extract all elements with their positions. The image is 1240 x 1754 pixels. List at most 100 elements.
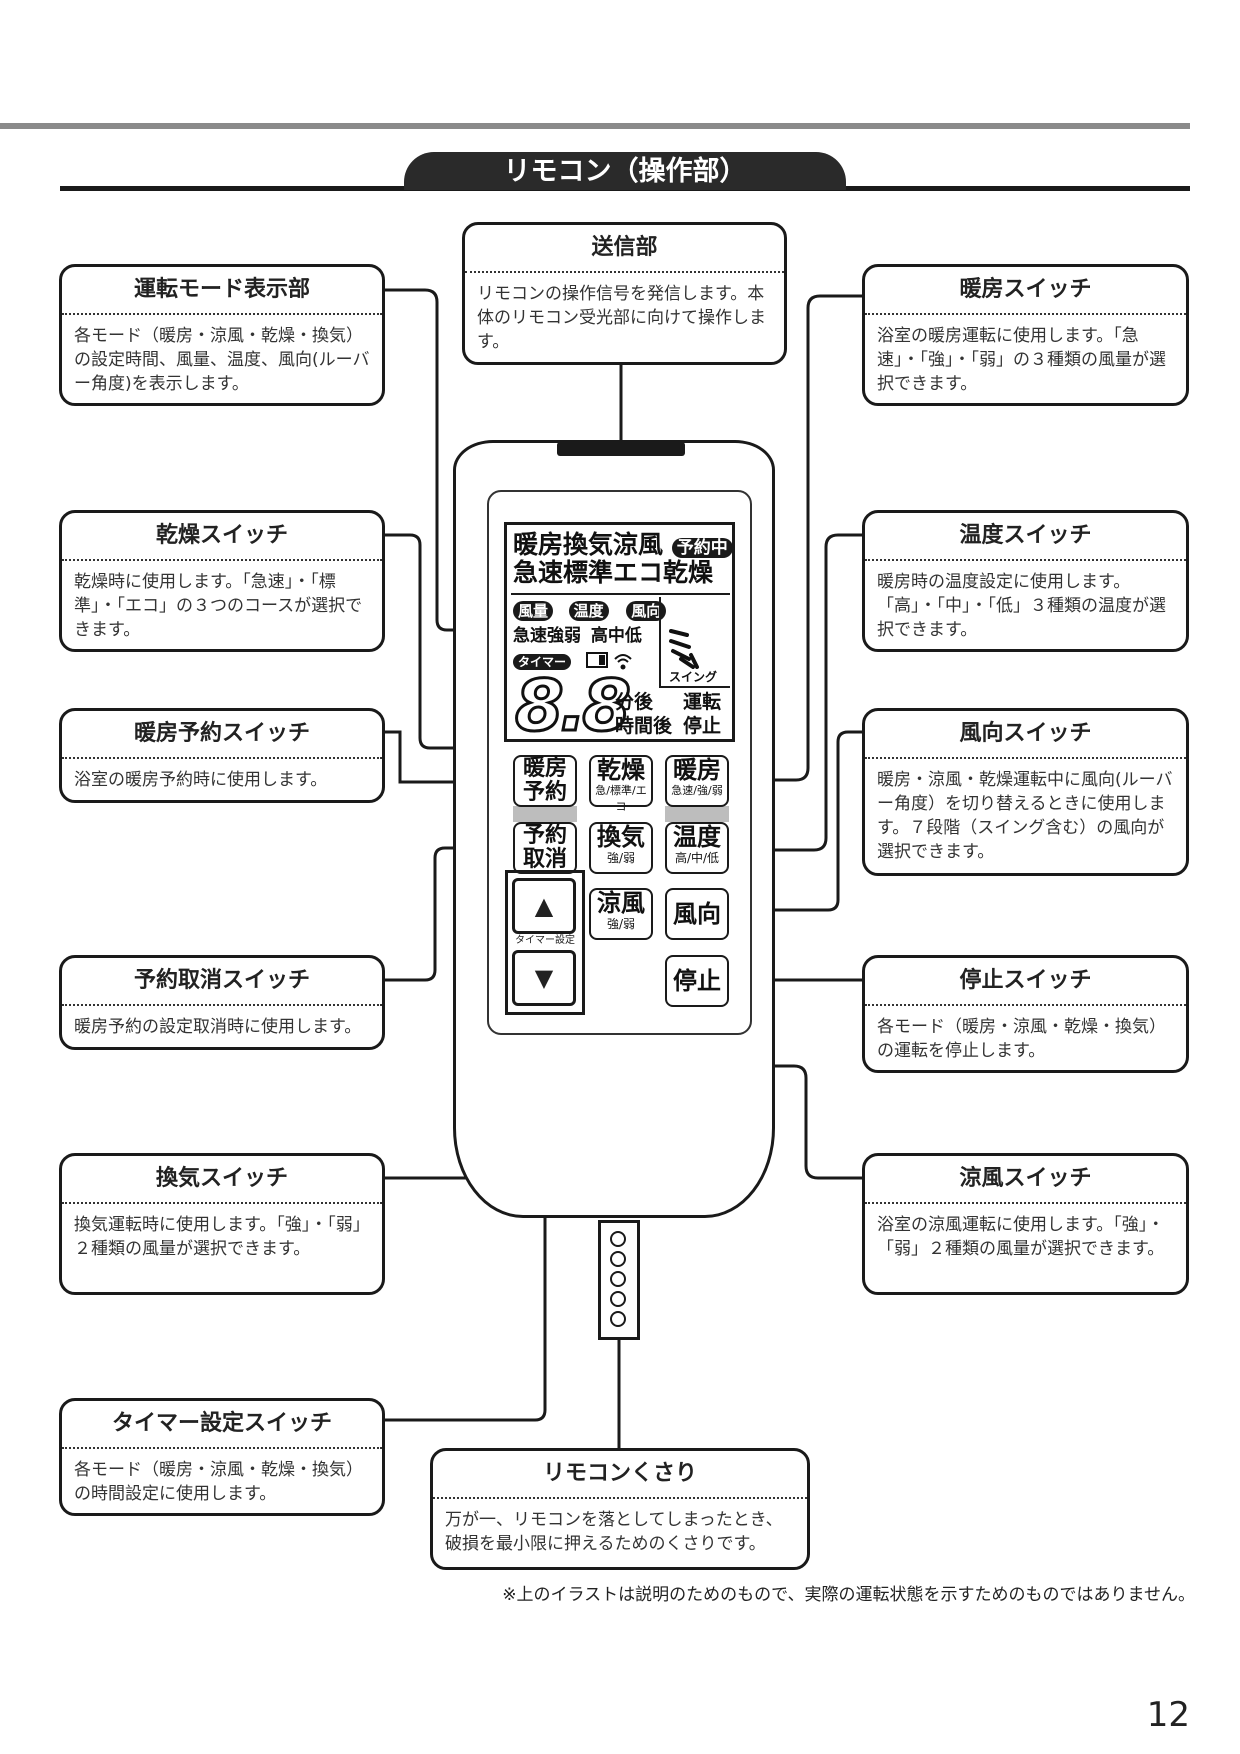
lcd-vdivider bbox=[659, 597, 661, 687]
callout-mode-display: 運転モード表示部 各モード（暖房・涼風・乾燥・換気）の設定時間、風量、温度、風向… bbox=[59, 264, 385, 406]
callout-timer-switch: タイマー設定スイッチ 各モード（暖房・涼風・乾燥・換気）の時間設定に使用します。 bbox=[59, 1398, 385, 1516]
dry-label: 乾燥 bbox=[597, 756, 645, 784]
temp-sublabel: 高/中/低 bbox=[674, 851, 720, 865]
lcd-airflow-badge: 風量 bbox=[513, 601, 554, 621]
cool-button[interactable]: 涼風 強/弱 bbox=[589, 888, 653, 940]
down-arrow-icon: ▼ bbox=[534, 964, 554, 992]
section-title: リモコン（操作部） bbox=[404, 152, 846, 190]
stop-button[interactable]: 停止 bbox=[665, 955, 729, 1007]
leader-mode-display bbox=[385, 288, 507, 632]
up-arrow-icon: ▲ bbox=[534, 892, 554, 920]
callout-title: 換気スイッチ bbox=[62, 1156, 382, 1204]
heat-label: 暖房 bbox=[673, 756, 721, 784]
callout-title: 風向スイッチ bbox=[865, 711, 1186, 759]
vent-button[interactable]: 換気 強/弱 bbox=[589, 822, 653, 874]
callout-heat-reserve-switch: 暖房予約スイッチ 浴室の暖房予約時に使用します。 bbox=[59, 708, 385, 803]
transmitter-window bbox=[557, 442, 685, 456]
callout-temp-switch: 温度スイッチ 暖房時の温度設定に使用します。「高」・「中」・「低」３種類の温度が… bbox=[862, 510, 1189, 652]
callout-body: 暖房時の温度設定に使用します。「高」・「中」・「低」３種類の温度が選択できます。 bbox=[877, 572, 1166, 640]
lcd-badge-row: 風量 温度 風向 bbox=[513, 601, 667, 621]
callout-transmitter: 送信部 リモコンの操作信号を発信します。本体のリモコン受光部に向けて操作します。 bbox=[462, 222, 787, 365]
lcd-levels-row: 急速強弱 高中低 bbox=[513, 625, 642, 647]
heat-sublabel: 急速/強/弱 bbox=[671, 784, 723, 797]
lcd-stopped: 停止 bbox=[683, 715, 722, 737]
lcd-timer-badge: タイマー bbox=[513, 654, 572, 670]
lcd-temp-levels: 高中低 bbox=[590, 626, 642, 646]
chain-link bbox=[610, 1311, 626, 1327]
temp-label: 温度 bbox=[673, 823, 721, 851]
callout-title: 送信部 bbox=[465, 225, 784, 273]
lcd-running: 運転 bbox=[683, 691, 722, 713]
leader-temp bbox=[728, 533, 862, 852]
callout-vent-switch: 換気スイッチ 換気運転時に使用します。「強」・「弱」２種類の風量が選択できます。 bbox=[59, 1153, 385, 1295]
heat-reserve-label-2: 予約 bbox=[522, 780, 567, 805]
chain-link bbox=[610, 1291, 626, 1307]
vent-sublabel: 強/弱 bbox=[606, 851, 636, 865]
callout-body: 浴室の暖房予約時に使用します。 bbox=[74, 770, 328, 790]
callout-title: 停止スイッチ bbox=[865, 958, 1186, 1006]
cool-sublabel: 強/弱 bbox=[606, 917, 636, 931]
heat-button[interactable]: 暖房 急速/強/弱 bbox=[665, 755, 729, 807]
lcd-dir-badge: 風向 bbox=[626, 601, 667, 621]
timer-button-group bbox=[505, 870, 585, 1015]
wind-direction-label: 風向 bbox=[673, 900, 721, 928]
callout-title: 予約取消スイッチ bbox=[62, 958, 382, 1006]
cancel-reserve-button[interactable]: 予約 取消 bbox=[513, 822, 577, 874]
callout-body: 浴室の涼風運転に使用します。「強」・「弱」２種類の風量が選択できます。 bbox=[877, 1215, 1165, 1259]
callout-cancel-switch: 予約取消スイッチ 暖房予約の設定取消時に使用します。 bbox=[59, 955, 385, 1050]
callout-title: 運転モード表示部 bbox=[62, 267, 382, 315]
callout-chain: リモコンくさり 万が一、リモコンを落としてしまったとき、破損を最小限に押えるため… bbox=[430, 1448, 810, 1570]
swing-louver-icon bbox=[669, 629, 699, 669]
leader-wind-dir bbox=[728, 730, 862, 912]
stop-label: 停止 bbox=[673, 967, 721, 995]
cool-label: 涼風 bbox=[597, 889, 645, 917]
callout-body: 万が一、リモコンを落としてしまったとき、破損を最小限に押えるためのくさりです。 bbox=[445, 1510, 783, 1554]
lcd-swing-underline bbox=[659, 686, 730, 688]
callout-wind-direction-switch: 風向スイッチ 暖房・涼風・乾燥運転中に風向(ルーバー角度）を切り替えるときに使用… bbox=[862, 708, 1189, 876]
heat-reserve-button[interactable]: 暖房 予約 bbox=[513, 755, 577, 807]
cancel-label-2: 取消 bbox=[522, 847, 567, 872]
vent-label: 換気 bbox=[597, 823, 645, 851]
lcd-row-modes: 暖房換気涼風 予約中 bbox=[513, 531, 733, 559]
lcd-row-courses: 急速標準エコ乾燥 bbox=[513, 558, 714, 587]
callout-dry-switch: 乾燥スイッチ 乾燥時に使用します。「急速」・「標準」・「エコ」の３つのコースが選… bbox=[59, 510, 385, 652]
callout-title: 温度スイッチ bbox=[865, 513, 1186, 561]
temp-button[interactable]: 温度 高/中/低 bbox=[665, 822, 729, 874]
lcd-modes-text: 暖房換気涼風 bbox=[513, 530, 664, 559]
remote-chain bbox=[598, 1220, 640, 1340]
lcd-swing-label: スイング bbox=[669, 670, 718, 684]
callout-title: リモコンくさり bbox=[433, 1451, 807, 1499]
heat-group-bar-right bbox=[665, 806, 729, 822]
callout-body: 暖房予約の設定取消時に使用します。 bbox=[74, 1017, 362, 1037]
callout-title: タイマー設定スイッチ bbox=[62, 1401, 382, 1449]
callout-body: 暖房・涼風・乾燥運転中に風向(ルーバー角度）を切り替えるときに使用します。７段階… bbox=[877, 770, 1173, 862]
chain-link bbox=[610, 1251, 626, 1267]
callout-body: 乾燥時に使用します。「急速」・「標準」・「エコ」の３つのコースが選択できます。 bbox=[74, 572, 363, 640]
timer-down-button[interactable]: ▼ bbox=[512, 950, 576, 1006]
callout-heat-switch: 暖房スイッチ 浴室の暖房運転に使用します。「急速」・「強」・「弱」の３種類の風量… bbox=[862, 264, 1189, 406]
heat-group-bar-left bbox=[513, 806, 577, 822]
callout-title: 乾燥スイッチ bbox=[62, 513, 382, 561]
callout-cool-switch: 涼風スイッチ 浴室の涼風運転に使用します。「強」・「弱」２種類の風量が選択できま… bbox=[862, 1153, 1189, 1295]
callout-body: 各モード（暖房・涼風・乾燥・換気）の時間設定に使用します。 bbox=[74, 1460, 363, 1504]
callout-body: リモコンの操作信号を発信します。本体のリモコン受光部に向けて操作します。 bbox=[477, 284, 766, 352]
callout-body: 換気運転時に使用します。「強」・「弱」２種類の風量が選択できます。 bbox=[74, 1215, 370, 1259]
dry-button[interactable]: 乾燥 急/標準/エコ bbox=[589, 755, 653, 813]
callout-title: 暖房予約スイッチ bbox=[62, 711, 382, 759]
dry-sublabel: 急/標準/エコ bbox=[595, 784, 647, 813]
leader-heat bbox=[728, 294, 862, 782]
lcd-reserve-badge: 予約中 bbox=[671, 538, 733, 558]
callout-body: 各モード（暖房・涼風・乾燥・換気）の設定時間、風量、温度、風向(ルーバー角度)を… bbox=[74, 326, 370, 394]
lcd-minutes-after: 分後 bbox=[615, 691, 654, 713]
timer-up-button[interactable]: ▲ bbox=[512, 878, 576, 934]
wind-direction-button[interactable]: 風向 bbox=[665, 888, 729, 940]
lcd-timer-row: タイマー bbox=[513, 651, 572, 670]
timer-set-label: タイマー設定 bbox=[515, 935, 575, 946]
callout-title: 暖房スイッチ bbox=[865, 267, 1186, 315]
callout-stop-switch: 停止スイッチ 各モード（暖房・涼風・乾燥・換気）の運転を停止します。 bbox=[862, 955, 1189, 1073]
top-rule bbox=[0, 123, 1190, 129]
lcd-hours-after: 時間後 bbox=[615, 715, 673, 737]
leader-dry bbox=[385, 533, 617, 760]
chain-link bbox=[610, 1231, 626, 1247]
callout-body: 各モード（暖房・涼風・乾燥・換気）の運転を停止します。 bbox=[877, 1017, 1166, 1061]
